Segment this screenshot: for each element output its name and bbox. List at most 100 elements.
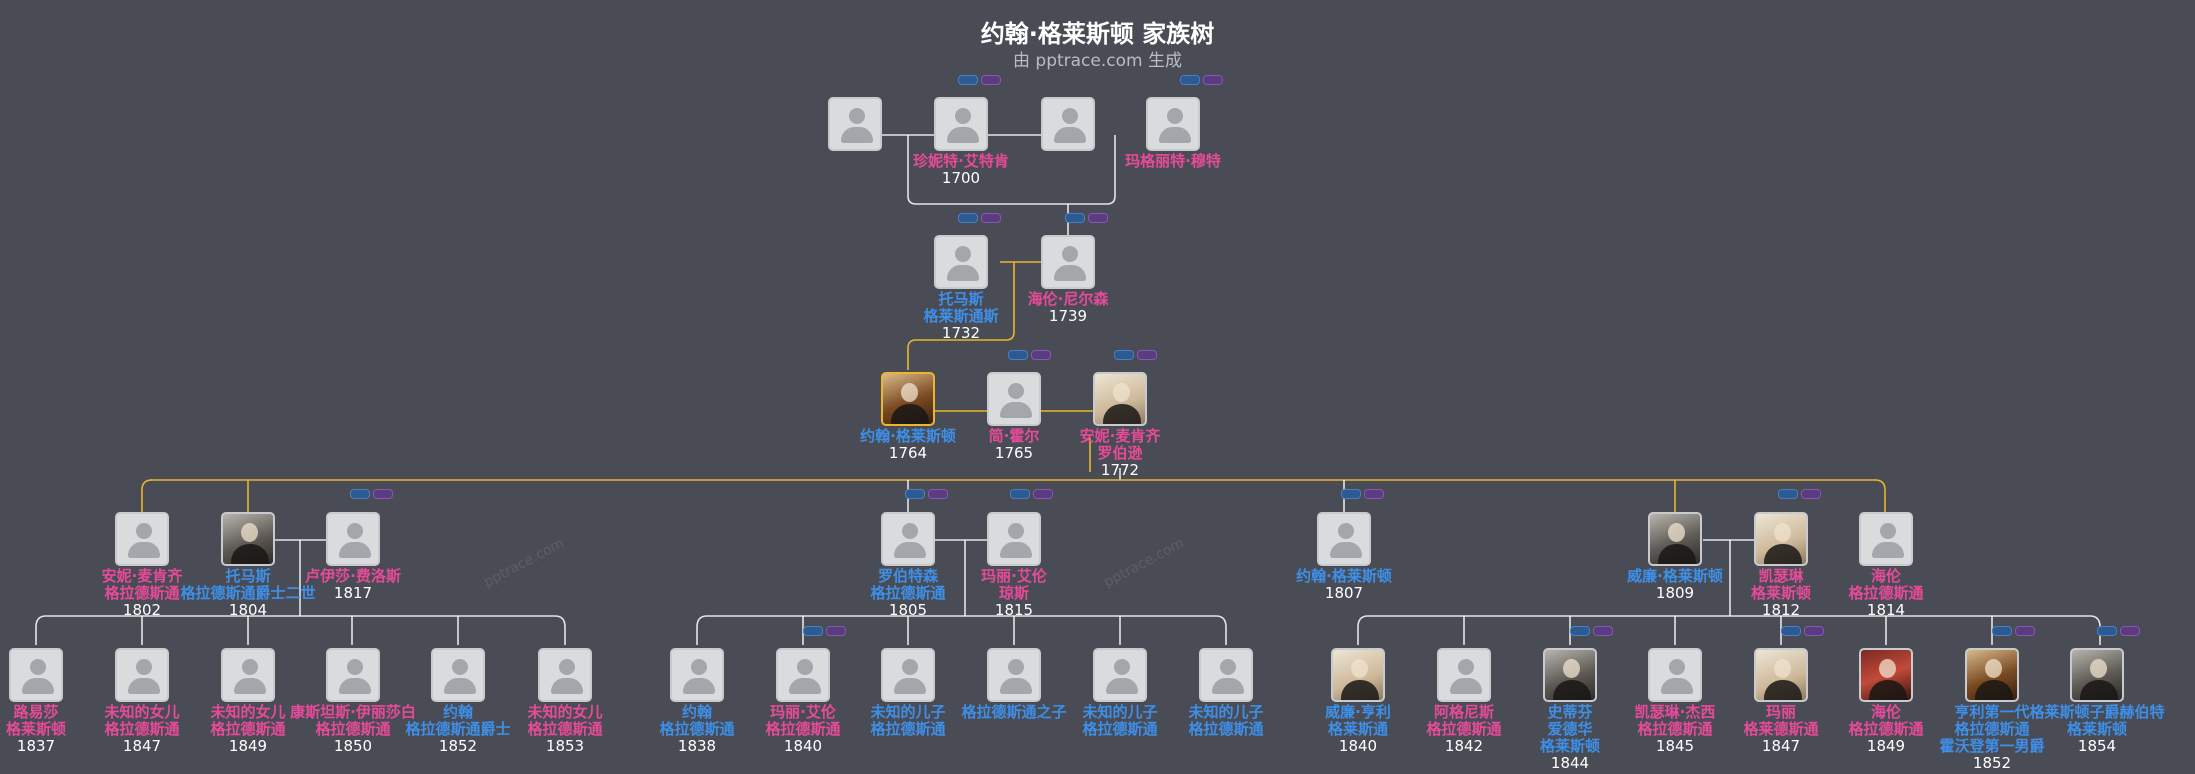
expand-ancestors-toggle[interactable]: [1114, 350, 1134, 360]
person-card[interactable]: 未知的儿子 格拉德斯通: [1045, 648, 1195, 738]
silhouette-icon[interactable]: [431, 648, 485, 702]
person-card[interactable]: 未知的儿子 格拉德斯通: [833, 648, 983, 738]
expand-ancestors-toggle[interactable]: [1570, 626, 1590, 636]
expand-spouses-toggle[interactable]: [1031, 350, 1051, 360]
portrait-icon[interactable]: [881, 372, 935, 426]
silhouette-icon[interactable]: [1093, 648, 1147, 702]
person-card[interactable]: [780, 97, 930, 151]
expand-ancestors-toggle[interactable]: [1781, 626, 1801, 636]
silhouette-icon[interactable]: [987, 648, 1041, 702]
portrait-icon[interactable]: [1648, 512, 1702, 566]
expand-spouses-toggle[interactable]: [981, 213, 1001, 223]
silhouette-icon[interactable]: [221, 648, 275, 702]
expand-spouses-toggle[interactable]: [928, 489, 948, 499]
silhouette-icon[interactable]: [115, 512, 169, 566]
silhouette-icon[interactable]: [9, 648, 63, 702]
person-card[interactable]: 未知的儿子 格拉德斯通: [1151, 648, 1301, 738]
silhouette-icon[interactable]: [670, 648, 724, 702]
person-card[interactable]: [993, 97, 1143, 151]
expand-spouses-toggle[interactable]: [1593, 626, 1613, 636]
expand-ancestors-toggle[interactable]: [1992, 626, 2012, 636]
expand-ancestors-toggle[interactable]: [1778, 489, 1798, 499]
silhouette-icon[interactable]: [987, 372, 1041, 426]
expand-ancestors-toggle[interactable]: [905, 489, 925, 499]
silhouette-icon[interactable]: [828, 97, 882, 151]
expand-spouses-toggle[interactable]: [1203, 75, 1223, 85]
silhouette-icon[interactable]: [326, 648, 380, 702]
expand-ancestors-toggle[interactable]: [1341, 489, 1361, 499]
expand-ancestors-toggle[interactable]: [803, 626, 823, 636]
expand-spouses-toggle[interactable]: [2120, 626, 2140, 636]
expand-spouses-toggle[interactable]: [1088, 213, 1108, 223]
portrait-icon[interactable]: [1965, 648, 2019, 702]
expand-spouses-toggle[interactable]: [1804, 626, 1824, 636]
silhouette-icon[interactable]: [326, 512, 380, 566]
expand-ancestors-toggle[interactable]: [1008, 350, 1028, 360]
expand-spouses-toggle[interactable]: [1801, 489, 1821, 499]
portrait-icon[interactable]: [2070, 648, 2124, 702]
silhouette-icon[interactable]: [538, 648, 592, 702]
portrait-icon[interactable]: [1754, 648, 1808, 702]
expand-ancestors-toggle[interactable]: [1180, 75, 1200, 85]
expand-ancestors-toggle[interactable]: [1065, 213, 1085, 223]
portrait-icon[interactable]: [1543, 648, 1597, 702]
silhouette-icon[interactable]: [1199, 648, 1253, 702]
silhouette-icon[interactable]: [881, 512, 935, 566]
portrait-icon[interactable]: [1331, 648, 1385, 702]
expand-spouses-toggle[interactable]: [1364, 489, 1384, 499]
silhouette-icon[interactable]: [881, 648, 935, 702]
expand-spouses-toggle[interactable]: [1137, 350, 1157, 360]
silhouette-icon[interactable]: [987, 512, 1041, 566]
silhouette-icon[interactable]: [1648, 648, 1702, 702]
silhouette-icon[interactable]: [1041, 235, 1095, 289]
silhouette-icon[interactable]: [1146, 97, 1200, 151]
silhouette-icon[interactable]: [934, 97, 988, 151]
expand-ancestors-toggle[interactable]: [350, 489, 370, 499]
expand-ancestors-toggle[interactable]: [958, 75, 978, 85]
expand-ancestors-toggle[interactable]: [2097, 626, 2117, 636]
person-card[interactable]: 格拉德斯通之子: [939, 648, 1089, 721]
portrait-icon[interactable]: [221, 512, 275, 566]
silhouette-icon[interactable]: [776, 648, 830, 702]
expand-ancestors-toggle[interactable]: [1010, 489, 1030, 499]
silhouette-icon[interactable]: [1317, 512, 1371, 566]
expand-spouses-toggle[interactable]: [2015, 626, 2035, 636]
portrait-icon[interactable]: [1859, 648, 1913, 702]
silhouette-icon[interactable]: [1859, 512, 1913, 566]
expand-spouses-toggle[interactable]: [1033, 489, 1053, 499]
expand-ancestors-toggle[interactable]: [958, 213, 978, 223]
silhouette-icon[interactable]: [934, 235, 988, 289]
portrait-icon[interactable]: [1093, 372, 1147, 426]
silhouette-icon[interactable]: [1041, 97, 1095, 151]
